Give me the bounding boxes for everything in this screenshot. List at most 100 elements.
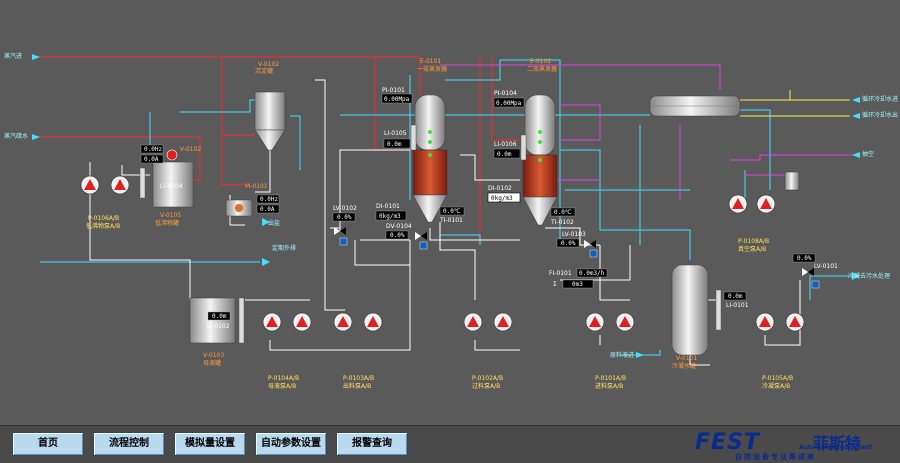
li0104-tag: LI-0104 [160, 183, 183, 190]
fi0101-sum-symbol: Σ [553, 281, 557, 288]
pump-icon[interactable] [728, 194, 748, 214]
p0108-tag: P-0108A/B [738, 238, 769, 245]
mixer-m0101[interactable] [225, 199, 253, 217]
lv0102-mode-icon[interactable] [339, 237, 348, 246]
pump-icon[interactable] [585, 312, 605, 332]
li0101-display [723, 291, 747, 301]
v0102-motor-tag: V-0102 [180, 146, 201, 153]
pump-group [80, 175, 805, 332]
nav-home-button[interactable]: 首页 [12, 432, 84, 456]
lv0102-value: 0.0% [337, 214, 352, 221]
evaporator-e0101[interactable] [412, 94, 448, 223]
di0101-tag: DI-0101 [376, 203, 400, 210]
li0104-a-value: 0.0A [144, 156, 159, 163]
lv0102-valve[interactable] [334, 224, 346, 235]
pump-icon[interactable] [615, 312, 635, 332]
pump-icon[interactable] [756, 194, 776, 214]
p0106-tag: P-0106A/B [88, 215, 119, 222]
pump-icon[interactable] [110, 175, 130, 195]
e0101-tag: E-0101 [420, 58, 441, 65]
lv0101-value: 0.0% [797, 255, 812, 262]
m0101-tag: M-0101 [245, 183, 268, 190]
lv0101-mode-icon[interactable] [811, 280, 820, 289]
mother-liquor-tank-v0103[interactable] [189, 297, 236, 344]
fi0101-total-display [562, 279, 594, 289]
li0105-display [383, 138, 411, 149]
pump-icon[interactable] [80, 175, 100, 195]
dv0104-valve[interactable] [415, 232, 427, 240]
p0105-tag: P-0105A/B [762, 375, 793, 382]
li0101-tag: LI-0101 [726, 302, 749, 309]
li0101-level-gauge [715, 289, 722, 331]
regen-out-label: 定期外排 [272, 244, 296, 252]
fi0101-rate-value: 0.0m3/h [579, 270, 605, 277]
pump-icon[interactable] [363, 312, 383, 332]
condenser-exchanger[interactable] [649, 95, 741, 117]
m0101-hz-value: 0.0Hz [260, 196, 278, 203]
nav-analog-settings-button[interactable]: 模拟量设置 [174, 432, 246, 456]
li0102-display [207, 311, 231, 321]
fi0101-tag: FI-0101 [549, 270, 572, 277]
li0106-value: 0.0m [497, 151, 512, 158]
logo-tagline: 自控设备专业集成商 [735, 453, 816, 461]
dv0104-tag: DV-0104 [386, 223, 412, 230]
settling-tank-v0102[interactable] [254, 91, 286, 151]
condensate-treat-label: 冷凝去污水处理 [848, 272, 890, 280]
pump-icon[interactable] [463, 312, 483, 332]
nav-process-control-button[interactable]: 流程控制 [93, 432, 165, 456]
li0105-value: 0.0m [387, 141, 402, 148]
v0105-name: 低沸物罐 [155, 219, 179, 227]
pump-icon[interactable] [292, 312, 312, 332]
logo-english-name: Automatic Equipment [799, 444, 873, 451]
condensate-tank-v0101[interactable] [671, 264, 709, 356]
p0102-tag: P-0102A/B [472, 375, 503, 382]
pump-icon[interactable] [262, 312, 282, 332]
li0102-level-gauge [238, 297, 245, 344]
evaporator-e0102[interactable] [522, 94, 558, 226]
v0105-motor-indicator[interactable] [166, 149, 178, 161]
pump-icon[interactable] [785, 312, 805, 332]
salt-out-label: 出盐 [268, 219, 280, 227]
lv0103-valve[interactable] [584, 240, 596, 248]
pump-icon[interactable] [333, 312, 353, 332]
p0103-name: 出料泵A/B [343, 382, 371, 390]
e0102-name: 二效蒸发器 [527, 65, 557, 73]
logo-mark: FEST [695, 430, 760, 455]
lv0101-valve[interactable] [802, 268, 814, 276]
p0101-tag: P-0101A/B [595, 375, 626, 382]
inlet-steam-label: 蒸汽进 [4, 52, 22, 60]
li0104-level-gauge [139, 167, 146, 199]
v0103-tag: V-0103 [203, 352, 224, 359]
li0106-level-gauge [520, 134, 527, 161]
company-logo: FEST 菲斯特 Automatic Equipment 自控设备专业集成商 [695, 430, 895, 461]
pi0101-display [381, 93, 413, 104]
nav-alarm-query-button[interactable]: 报警查询 [336, 432, 408, 456]
pump-icon[interactable] [493, 312, 513, 332]
feed-in-label: 原料液进 [610, 351, 634, 359]
m0101-a-value: 0.0A [260, 206, 275, 213]
lv0102-tag: LV-0102 [333, 205, 357, 212]
steam-pipes [40, 56, 525, 241]
lv0103-tag: LV-0103 [562, 231, 586, 238]
pump-icon[interactable] [755, 312, 775, 332]
v0105-tag: V-0105 [160, 212, 181, 219]
lv0103-mode-icon[interactable] [589, 249, 598, 258]
e0102-tag: E-0102 [530, 58, 551, 65]
lv0102-display [332, 212, 356, 222]
inlet-steam-drain-label: 蒸汽疏水 [4, 132, 28, 140]
lv0103-display [556, 238, 580, 248]
dv0104-mode-icon[interactable] [419, 241, 428, 250]
di0101-value: 0kg/m3 [379, 213, 401, 220]
pi0104-value: 0.00Mpa [496, 100, 522, 107]
li0102-value: 0.0m [212, 313, 227, 320]
v0103-name: 母液罐 [203, 359, 221, 367]
nav-auto-params-button[interactable]: 自动参数设置 [255, 432, 327, 456]
p0104-name: 母液泵A/B [268, 382, 296, 390]
p0108-name: 真空泵A/B [738, 245, 766, 253]
pi0101-value: 0.00Mpa [384, 96, 410, 103]
li0105-tag: LI-0105 [384, 130, 407, 137]
li0104-hz-value: 0.0Hz [144, 146, 162, 153]
low-boiler-tank-v0105[interactable] [152, 161, 194, 208]
vacuum-separator[interactable] [784, 171, 800, 191]
